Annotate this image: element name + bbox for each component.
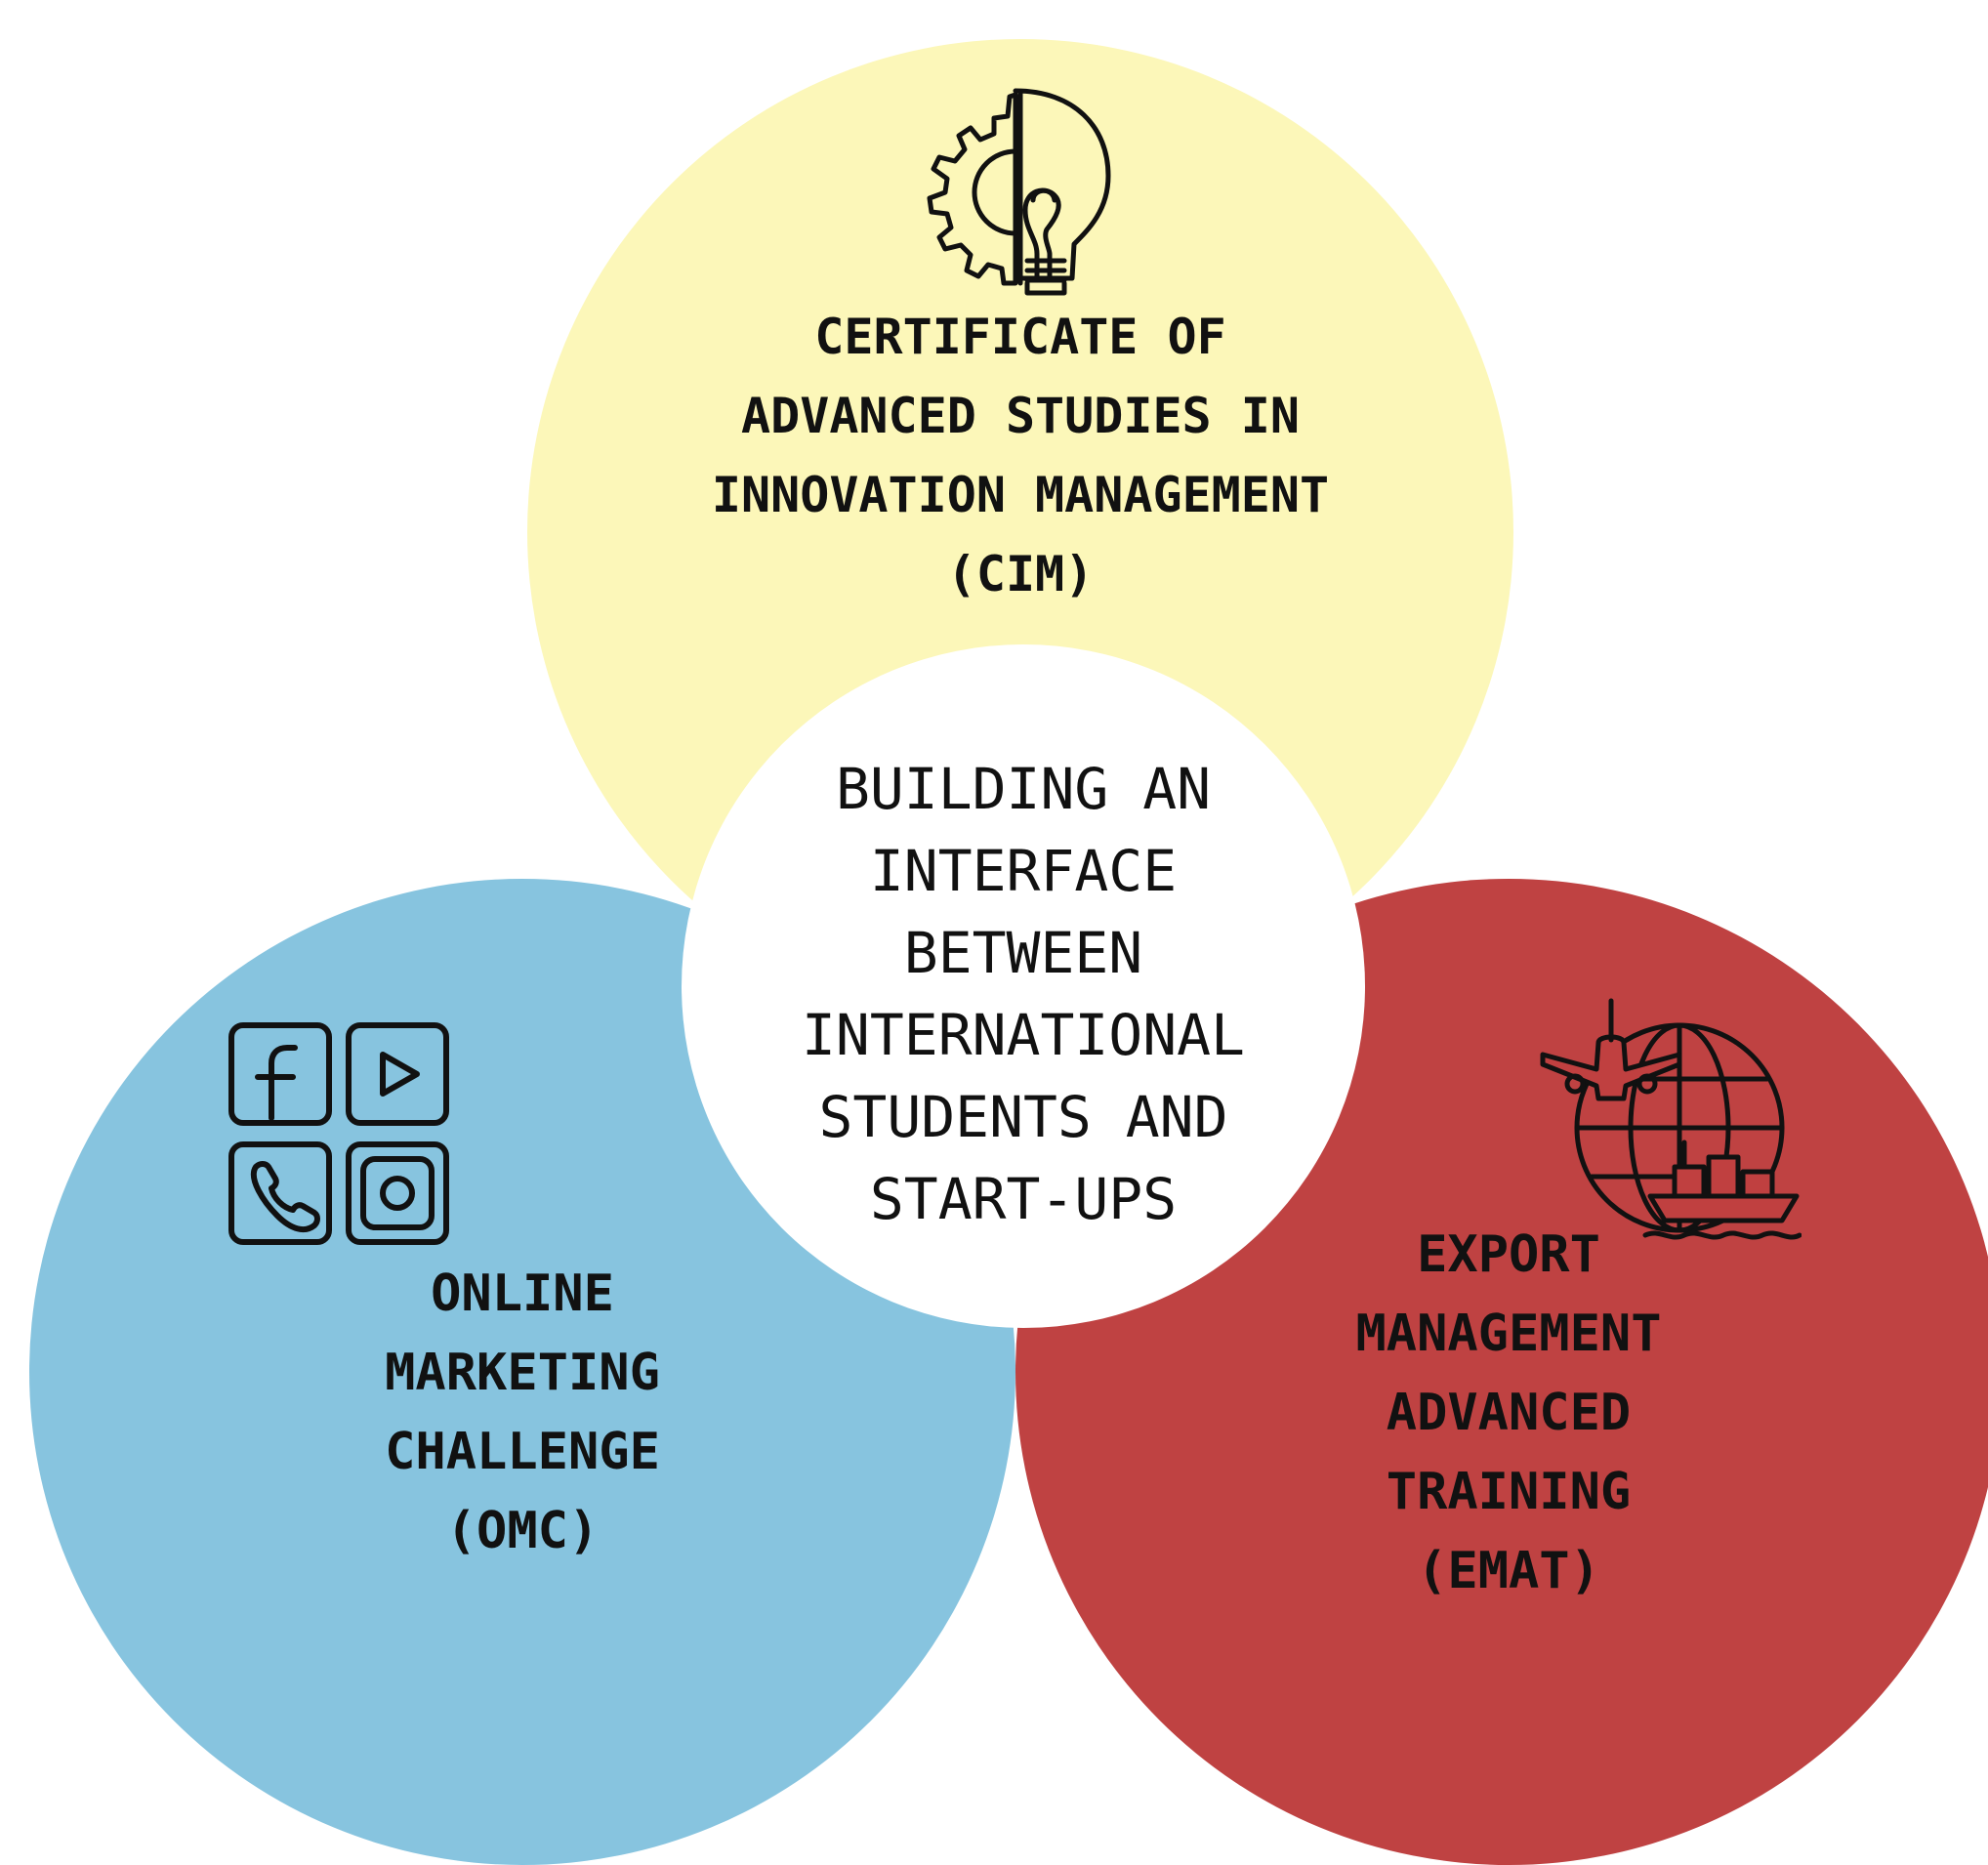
emat-label: EXPORT MANAGEMENT ADVANCED TRAINING (EMA… bbox=[1264, 1216, 1753, 1611]
center-label: BUILDING AN INTERFACE BETWEEN INTERNATIO… bbox=[730, 748, 1316, 1240]
cim-line-2: ADVANCED STUDIES IN bbox=[741, 388, 1300, 444]
cim-line-1: CERTIFICATE OF bbox=[814, 309, 1226, 365]
cim-label: CERTIFICATE OF ADVANCED STUDIES IN INNOV… bbox=[625, 298, 1416, 614]
omc-line-1: ONLINE bbox=[431, 1264, 614, 1323]
cim-line-4: (CIM) bbox=[946, 546, 1095, 602]
instagram-icon bbox=[346, 1141, 449, 1245]
emat-line-2: MANAGEMENT bbox=[1355, 1305, 1662, 1363]
facebook-icon bbox=[228, 1022, 332, 1126]
center-circle bbox=[682, 644, 1365, 1328]
omc-line-3: CHALLENGE bbox=[385, 1423, 660, 1481]
center-line-1: BUILDING AN bbox=[835, 756, 1212, 822]
cim-line-3: INNOVATION MANAGEMENT bbox=[711, 467, 1330, 523]
phone-icon bbox=[228, 1141, 332, 1245]
youtube-play-icon bbox=[346, 1022, 449, 1126]
globe-airplane-ship-icon bbox=[1540, 998, 1802, 1240]
emat-line-4: TRAINING bbox=[1386, 1463, 1632, 1521]
emat-line-5: (EMAT) bbox=[1417, 1542, 1600, 1600]
social-media-icons bbox=[228, 1022, 449, 1245]
omc-label: ONLINE MARKETING CHALLENGE (OMC) bbox=[298, 1255, 747, 1571]
center-line-3: BETWEEN bbox=[903, 920, 1143, 986]
emat-line-1: EXPORT bbox=[1417, 1225, 1600, 1284]
center-line-4: INTERNATIONAL bbox=[802, 1002, 1245, 1068]
emat-line-3: ADVANCED bbox=[1386, 1384, 1632, 1442]
omc-line-2: MARKETING bbox=[385, 1344, 660, 1402]
omc-line-4: (OMC) bbox=[445, 1502, 600, 1560]
center-line-6: START-UPS bbox=[869, 1166, 1178, 1232]
center-line-5: STUDENTS AND bbox=[818, 1084, 1228, 1150]
center-line-2: INTERFACE bbox=[869, 838, 1178, 904]
gear-lightbulb-icon bbox=[927, 88, 1111, 296]
